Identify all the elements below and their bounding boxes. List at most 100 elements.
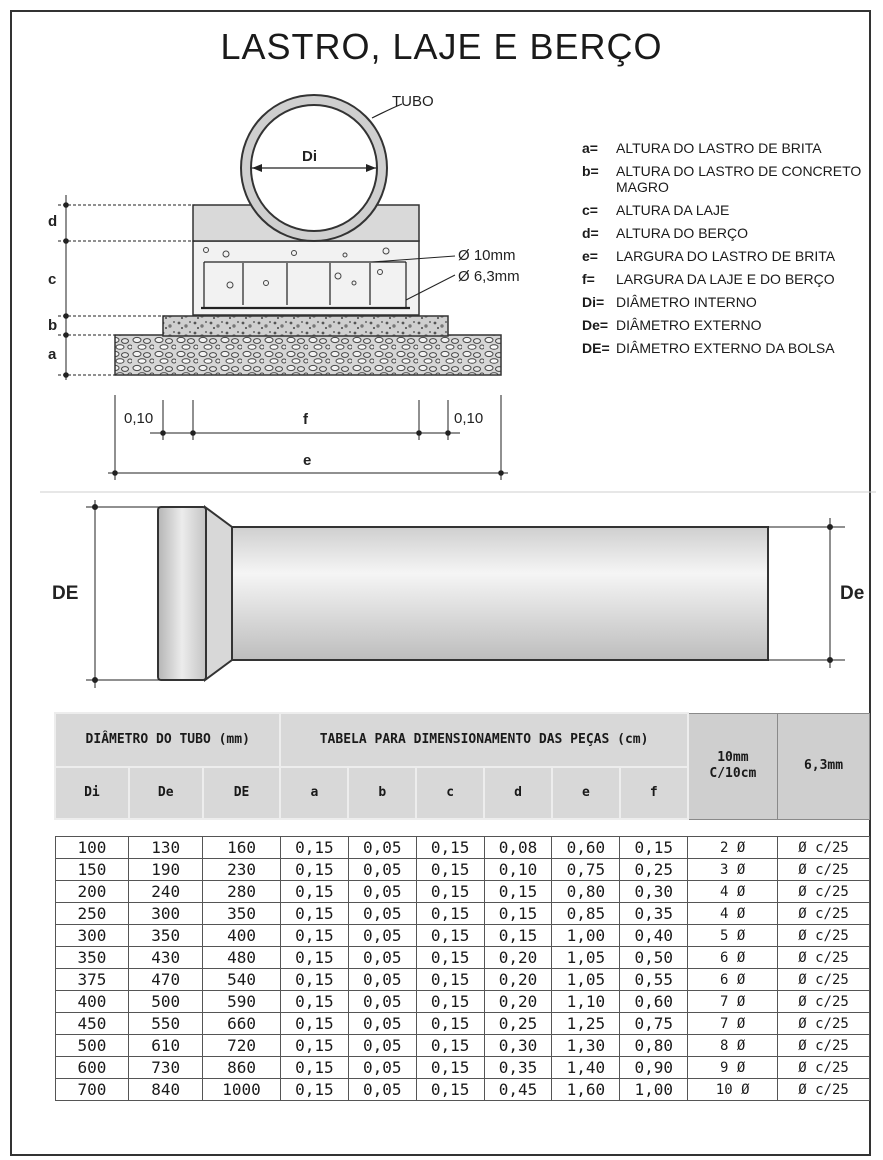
offset-left-label: 0,10	[124, 410, 154, 427]
table-cell: 0,80	[619, 1034, 689, 1057]
table-cell: Ø c/25	[777, 902, 870, 925]
table-cell: 1,00	[619, 1078, 689, 1101]
pipe-bell-taper	[204, 505, 233, 682]
legend: a=ALTURA DO LASTRO DE BRITA b=ALTURA DO …	[582, 140, 872, 363]
legend-item-de-outer: De=DIÂMETRO EXTERNO	[582, 317, 762, 333]
table-cell: Ø c/25	[777, 1078, 870, 1101]
table-cell: 350	[54, 946, 130, 969]
legend-item-b: b=ALTURA DO LASTRO DE CONCRETO MAGRO	[582, 163, 862, 195]
table-cell: 550	[128, 1012, 204, 1035]
f-label: f	[303, 411, 308, 428]
table-cell: 1000	[202, 1078, 281, 1101]
table-cell: 430	[128, 946, 204, 969]
slab	[192, 240, 420, 316]
lean-concrete-layer	[162, 315, 449, 337]
table-cell: 600	[54, 1056, 130, 1079]
table-cell: 0,35	[619, 902, 689, 925]
table-cell: 0,05	[347, 858, 417, 881]
b-label: b	[48, 317, 58, 334]
table-cell: 0,25	[619, 858, 689, 881]
table-cell: 400	[54, 990, 130, 1013]
table-cell: 2 Ø	[687, 836, 779, 859]
table-cell: 350	[202, 902, 281, 925]
bar-10-leader	[371, 255, 456, 263]
table-cell: Ø c/25	[777, 858, 870, 881]
table-cell: 100	[54, 836, 130, 859]
table-cell: Ø c/25	[777, 1034, 870, 1057]
header-b: b	[347, 766, 418, 820]
table-cell: 0,15	[415, 880, 485, 903]
legend-item-de-bell: DE=DIÂMETRO EXTERNO DA BOLSA	[582, 340, 835, 356]
table-cell: 3 Ø	[687, 858, 779, 881]
pipe-body	[229, 526, 769, 661]
table-cell: 0,05	[347, 990, 417, 1013]
table-cell: 240	[128, 880, 204, 903]
table-cell: 0,20	[483, 990, 553, 1013]
bar-10-label: Ø 10mm	[458, 247, 516, 264]
legend-item-di: Di=DIÂMETRO INTERNO	[582, 294, 757, 310]
pipe-bell	[157, 506, 207, 681]
table-cell: 0,15	[415, 1056, 485, 1079]
table-cell: 0,15	[279, 858, 349, 881]
table-cell: Ø c/25	[777, 836, 870, 859]
table-cell: 0,30	[483, 1034, 553, 1057]
table-cell: 0,50	[619, 946, 689, 969]
tubo-leader	[371, 103, 403, 119]
header-di: Di	[54, 766, 130, 820]
de-bell-label: DE	[52, 583, 79, 604]
table-cell: 0,85	[551, 902, 621, 925]
table-cell: 660	[202, 1012, 281, 1035]
height-dimension-chain	[58, 195, 195, 380]
header-de-bell: DE	[201, 766, 282, 820]
de-bell-dimension	[86, 500, 160, 688]
table-cell: 700	[54, 1078, 130, 1101]
table-cell: 1,30	[551, 1034, 621, 1057]
bar-63-label: Ø 6,3mm	[458, 268, 520, 285]
table-cell: 540	[202, 968, 281, 991]
page-frame	[10, 10, 871, 1156]
table-cell: 0,80	[551, 880, 621, 903]
table-cell: 450	[54, 1012, 130, 1035]
table-cell: 1,25	[551, 1012, 621, 1035]
table-cell: Ø c/25	[777, 990, 870, 1013]
table-cell: 0,15	[415, 858, 485, 881]
table-cell: 1,05	[551, 946, 621, 969]
width-dimension-chain	[108, 395, 508, 480]
table-cell: 230	[202, 858, 281, 881]
table-cell: Ø c/25	[777, 946, 870, 969]
table-cell: 470	[128, 968, 204, 991]
table-cell: 7 Ø	[687, 1012, 779, 1035]
table-cell: 0,15	[415, 1034, 485, 1057]
offset-right-label: 0,10	[454, 410, 484, 427]
table-cell: 0,15	[279, 902, 349, 925]
table-cell: 6 Ø	[687, 946, 779, 969]
table-cell: Ø c/25	[777, 1056, 870, 1079]
header-f: f	[618, 766, 689, 820]
table-cell: Ø c/25	[777, 924, 870, 947]
table-cell: 350	[128, 924, 204, 947]
table-cell: 0,10	[483, 858, 553, 881]
table-cell: 8 Ø	[687, 1034, 779, 1057]
d-label: d	[48, 213, 58, 230]
table-cell: 280	[202, 880, 281, 903]
de-outer-dimension	[768, 518, 845, 668]
header-dimension-table: TABELA PARA DIMENSIONAMENTO DAS PEÇAS (c…	[279, 712, 689, 768]
table-cell: 500	[128, 990, 204, 1013]
header-e: e	[550, 766, 621, 820]
table-cell: 720	[202, 1034, 281, 1057]
table-cell: 130	[128, 836, 204, 859]
legend-item-d: d=ALTURA DO BERÇO	[582, 225, 748, 241]
table-cell: 1,40	[551, 1056, 621, 1079]
table-cell: 0,15	[415, 924, 485, 947]
table-cell: 0,15	[279, 1056, 349, 1079]
table-cell: 200	[54, 880, 130, 903]
table-cell: 0,15	[415, 968, 485, 991]
table-cell: 0,05	[347, 902, 417, 925]
